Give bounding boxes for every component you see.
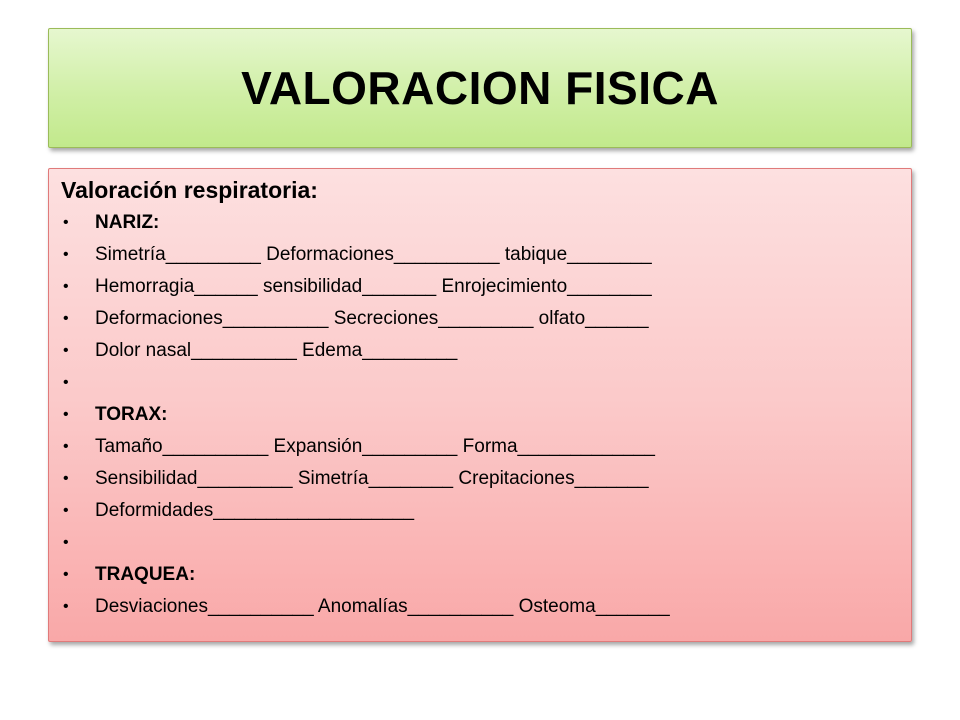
list-item: • Simetría_________ Deformaciones________… xyxy=(61,239,899,271)
list-item: • NARIZ: xyxy=(61,207,899,239)
list-item-text: Deformaciones__________ Secreciones_____… xyxy=(95,308,649,329)
list-item-text: TORAX: xyxy=(95,404,168,425)
bullet-icon: • xyxy=(63,310,69,327)
list-item: • TORAX: xyxy=(61,399,899,431)
bullet-icon: • xyxy=(63,534,69,551)
title-box: VALORACION FISICA xyxy=(48,28,912,148)
bullet-icon: • xyxy=(63,598,69,615)
slide-title: VALORACION FISICA xyxy=(241,62,719,114)
bullet-icon: • xyxy=(63,342,69,359)
list-item-text: Tamaño__________ Expansión_________ Form… xyxy=(95,436,655,457)
bullet-icon: • xyxy=(63,214,69,231)
list-item: • Hemorragia______ sensibilidad_______ En… xyxy=(61,271,899,303)
section-heading: Valoración respiratoria: xyxy=(61,177,318,203)
list-item: • Dolor nasal__________ Edema_________ xyxy=(61,335,899,367)
list-item: • xyxy=(61,527,899,559)
list-item: • Deformidades___________________ xyxy=(61,495,899,527)
list-item: • Sensibilidad_________ Simetría________ … xyxy=(61,463,899,495)
bullet-icon: • xyxy=(63,502,69,519)
list-item-text: Hemorragia______ sensibilidad_______ Enr… xyxy=(95,276,652,297)
list-item-text: Desviaciones__________ Anomalías________… xyxy=(95,596,670,617)
bullet-icon: • xyxy=(63,406,69,423)
list-item: • Desviaciones__________ Anomalías_______… xyxy=(61,591,899,623)
list-item: • xyxy=(61,367,899,399)
bullet-icon: • xyxy=(63,278,69,295)
list-item-text: Deformidades___________________ xyxy=(95,500,415,521)
list-item-text: Dolor nasal__________ Edema_________ xyxy=(95,340,458,361)
list-item-text: Simetría_________ Deformaciones_________… xyxy=(95,244,652,265)
item-list: • NARIZ: • Simetría_________ Deformaciones… xyxy=(61,207,899,623)
bullet-icon: • xyxy=(63,438,69,455)
list-item: • Deformaciones__________ Secreciones____… xyxy=(61,303,899,335)
list-item: • TRAQUEA: xyxy=(61,559,899,591)
bullet-icon: • xyxy=(63,374,69,391)
bullet-icon: • xyxy=(63,566,69,583)
bullet-icon: • xyxy=(63,246,69,263)
list-item-text: TRAQUEA: xyxy=(95,564,196,585)
list-item-text: Sensibilidad_________ Simetría________ C… xyxy=(95,468,649,489)
bullet-icon: • xyxy=(63,470,69,487)
list-item: • Tamaño__________ Expansión_________ For… xyxy=(61,431,899,463)
content-box: Valoración respiratoria: • NARIZ: • Simetr… xyxy=(48,168,912,642)
list-item-text: NARIZ: xyxy=(95,212,160,233)
